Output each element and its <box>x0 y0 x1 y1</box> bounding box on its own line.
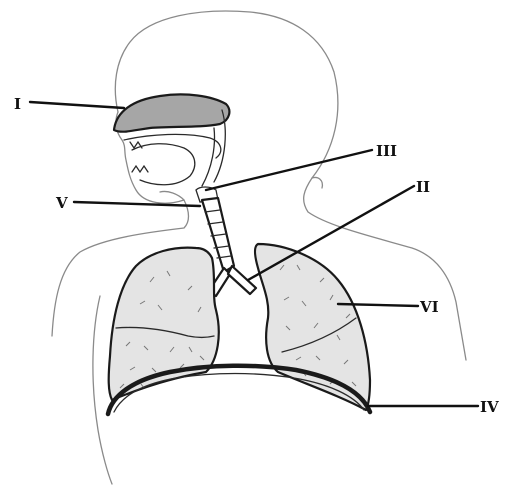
lung-left <box>109 248 219 400</box>
neck-back-outline <box>312 177 322 188</box>
chin-outline <box>160 191 184 200</box>
label-VI: VI <box>419 298 439 316</box>
leader-line-III <box>206 150 372 190</box>
label-IV: IV <box>480 398 499 416</box>
lung-right <box>255 244 370 410</box>
leader-line-I <box>30 102 124 108</box>
oral-cavity <box>124 134 221 158</box>
right-bronchus <box>228 266 256 294</box>
leader-line-II <box>248 186 414 280</box>
label-I: I <box>14 95 21 113</box>
nasal-cavity <box>114 94 229 131</box>
label-II: II <box>416 178 430 196</box>
label-V: V <box>55 194 68 212</box>
tongue <box>132 144 195 185</box>
label-III: III <box>376 142 397 160</box>
leader-line-V <box>74 202 200 206</box>
